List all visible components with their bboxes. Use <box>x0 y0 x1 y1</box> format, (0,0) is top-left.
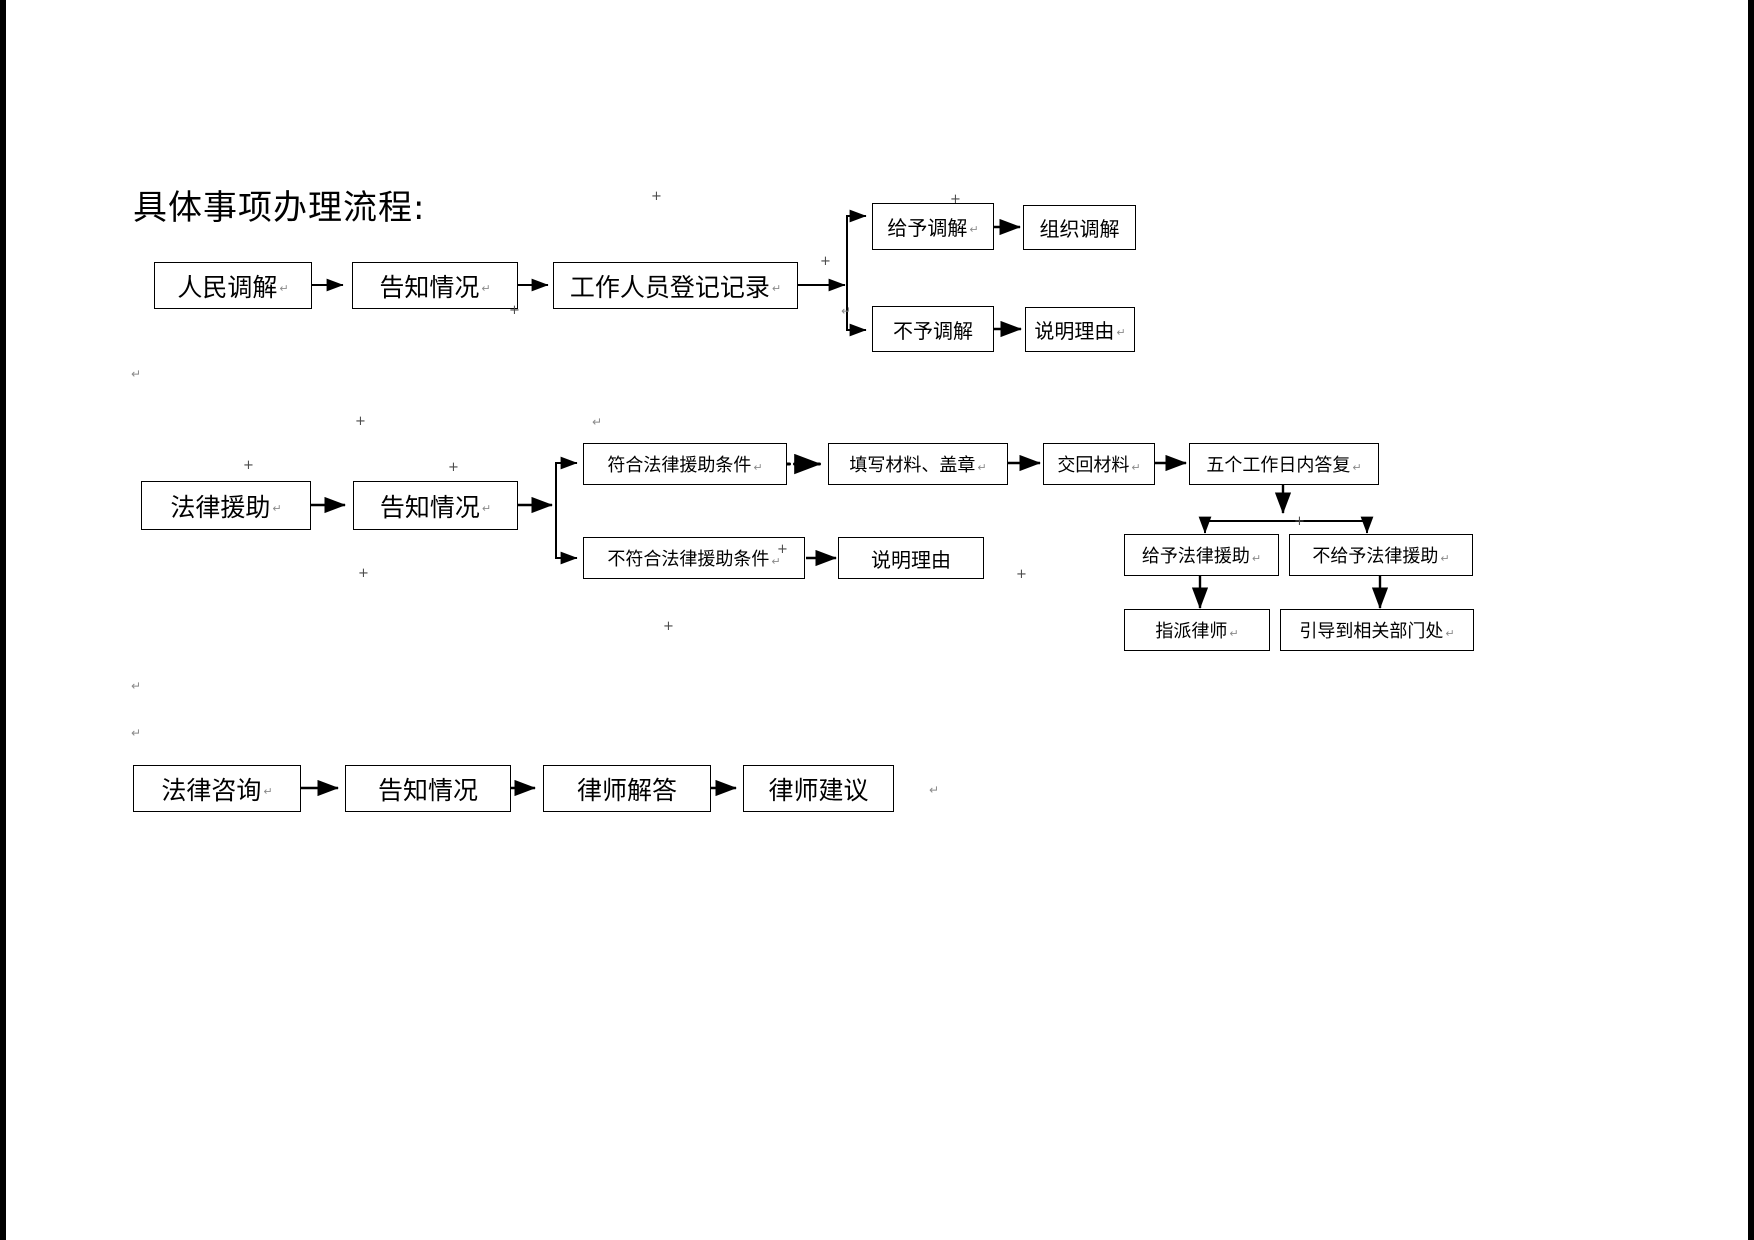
node-label: 律师解答 <box>576 775 677 805</box>
node-label: 人民调解 <box>177 272 278 302</box>
node-label: 律师建议 <box>768 775 869 805</box>
node-zhipai-lvshi[interactable]: 指派律师 ↵ <box>1124 609 1270 651</box>
stray-pilcrow-mark: ↵ <box>131 679 142 693</box>
node-label: 组织调解 <box>1039 217 1120 241</box>
stray-cross-mark: + <box>509 303 520 318</box>
stray-cross-mark: + <box>663 619 674 634</box>
page-title: 具体事项办理流程: <box>133 188 426 228</box>
node-label: 交回材料 <box>1057 455 1130 476</box>
stray-cross-mark: + <box>777 542 788 557</box>
node-label: 法律援助 <box>170 492 271 522</box>
pilcrow-mark: ↵ <box>969 223 979 236</box>
pilcrow-mark: ↵ <box>263 785 273 798</box>
stray-pilcrow-mark: ↵ <box>929 783 940 797</box>
pilcrow-mark: ↵ <box>481 502 492 515</box>
stray-cross-mark: + <box>355 414 366 429</box>
node-label: 引导到相关部门处 <box>1299 621 1444 642</box>
pilcrow-mark: ↵ <box>481 282 491 295</box>
node-label: 指派律师 <box>1155 621 1228 642</box>
node-bufuhe-falv-yuanzhu-tiaojian[interactable]: 不符合法律援助条件 ↵ <box>583 537 805 579</box>
node-shuoming-liyou-2[interactable]: 说明理由 <box>838 537 984 579</box>
node-label: 给予法律援助 <box>1141 546 1250 567</box>
node-label: 说明理由 <box>871 547 951 572</box>
node-label: 工作人员登记记录 <box>569 272 770 302</box>
node-label: 告知情况 <box>379 492 480 522</box>
pilcrow-mark: ↵ <box>771 282 782 295</box>
page-right-edge-band <box>1748 0 1754 1240</box>
stray-cross-mark: + <box>950 192 961 207</box>
node-wuge-gongzuori-nei-dafu[interactable]: 五个工作日内答复 ↵ <box>1189 443 1379 485</box>
stray-pilcrow-mark: ↵ <box>131 367 142 381</box>
stray-cross-mark: + <box>651 189 662 204</box>
node-falv-yuanzhu[interactable]: 法律援助 ↵ <box>141 481 311 530</box>
node-label: 不符合法律援助条件 <box>607 549 770 570</box>
pilcrow-mark: ↵ <box>272 502 282 515</box>
node-buyu-tiaojie[interactable]: 不予调解 <box>872 306 994 352</box>
pilcrow-mark: ↵ <box>753 460 763 474</box>
node-lvshi-jieda[interactable]: 律师解答 <box>543 765 711 812</box>
stray-cross-mark: + <box>358 566 369 581</box>
pilcrow-mark: ↵ <box>1251 551 1262 565</box>
stray-cross-mark: + <box>1016 567 1027 582</box>
node-label: 告知情况 <box>377 775 478 805</box>
node-label: 说明理由 <box>1034 319 1115 343</box>
node-fuhe-falv-yuanzhu-tiaojian[interactable]: 符合法律援助条件 ↵ <box>583 443 787 485</box>
pilcrow-mark: ↵ <box>1131 460 1141 474</box>
node-shuoming-liyou-1[interactable]: 说明理由 ↵ <box>1025 307 1135 352</box>
node-label: 符合法律援助条件 <box>607 455 752 476</box>
node-falv-zixun[interactable]: 法律咨询 ↵ <box>133 765 301 812</box>
stray-cross-mark: + <box>1294 514 1305 529</box>
node-gaozhi-qingkuang-2[interactable]: 告知情况 ↵ <box>353 481 518 530</box>
pilcrow-mark: ↵ <box>1445 626 1455 640</box>
node-label: 不给予法律援助 <box>1312 546 1439 567</box>
node-lvshi-jianyi[interactable]: 律师建议 <box>743 765 894 812</box>
stray-cross-mark: + <box>448 460 459 475</box>
node-bujiyu-falv-yuanzhu[interactable]: 不给予法律援助 ↵ <box>1289 534 1473 576</box>
stray-pilcrow-mark: ↵ <box>131 726 142 740</box>
node-gaozhi-qingkuang-1[interactable]: 告知情况 ↵ <box>352 262 518 309</box>
stray-cross-mark: + <box>243 458 254 473</box>
pilcrow-mark: ↵ <box>279 282 289 295</box>
node-label: 告知情况 <box>379 272 480 302</box>
node-label: 填写材料、盖章 <box>849 455 976 476</box>
stray-pilcrow-mark: ↵ <box>841 304 852 318</box>
node-label: 给予调解 <box>887 216 968 240</box>
node-label: 五个工作日内答复 <box>1206 455 1351 476</box>
node-tianxie-cailiao-gaizhang[interactable]: 填写材料、盖章 ↵ <box>828 443 1008 485</box>
node-jiyu-tiaojie[interactable]: 给予调解 ↵ <box>872 203 994 250</box>
node-jiaohui-cailiao[interactable]: 交回材料 ↵ <box>1043 443 1155 485</box>
node-jiyu-falv-yuanzhu[interactable]: 给予法律援助 ↵ <box>1124 534 1279 576</box>
pilcrow-mark: ↵ <box>1229 626 1239 640</box>
pilcrow-mark: ↵ <box>771 554 781 568</box>
pilcrow-mark: ↵ <box>1440 551 1450 565</box>
pilcrow-mark: ↵ <box>977 460 987 474</box>
node-gaozhi-qingkuang-3[interactable]: 告知情况 <box>345 765 511 812</box>
node-yindao-dao-xiangguan-bumen-chu[interactable]: 引导到相关部门处 ↵ <box>1280 609 1474 651</box>
node-zuzhi-tiaojie[interactable]: 组织调解 <box>1023 205 1136 250</box>
node-gongzuorenyuan-dengji-jilu[interactable]: 工作人员登记记录 ↵ <box>553 262 798 309</box>
pilcrow-mark: ↵ <box>1116 326 1126 339</box>
node-renmin-tiaojie[interactable]: 人民调解 ↵ <box>154 262 312 309</box>
pilcrow-mark: ↵ <box>1352 460 1362 474</box>
node-label: 法律咨询 <box>161 775 262 805</box>
stray-cross-mark: + <box>820 254 831 269</box>
node-label: 不予调解 <box>893 318 973 343</box>
stray-pilcrow-mark: ↵ <box>592 415 603 429</box>
page-left-edge-band <box>0 0 6 1240</box>
